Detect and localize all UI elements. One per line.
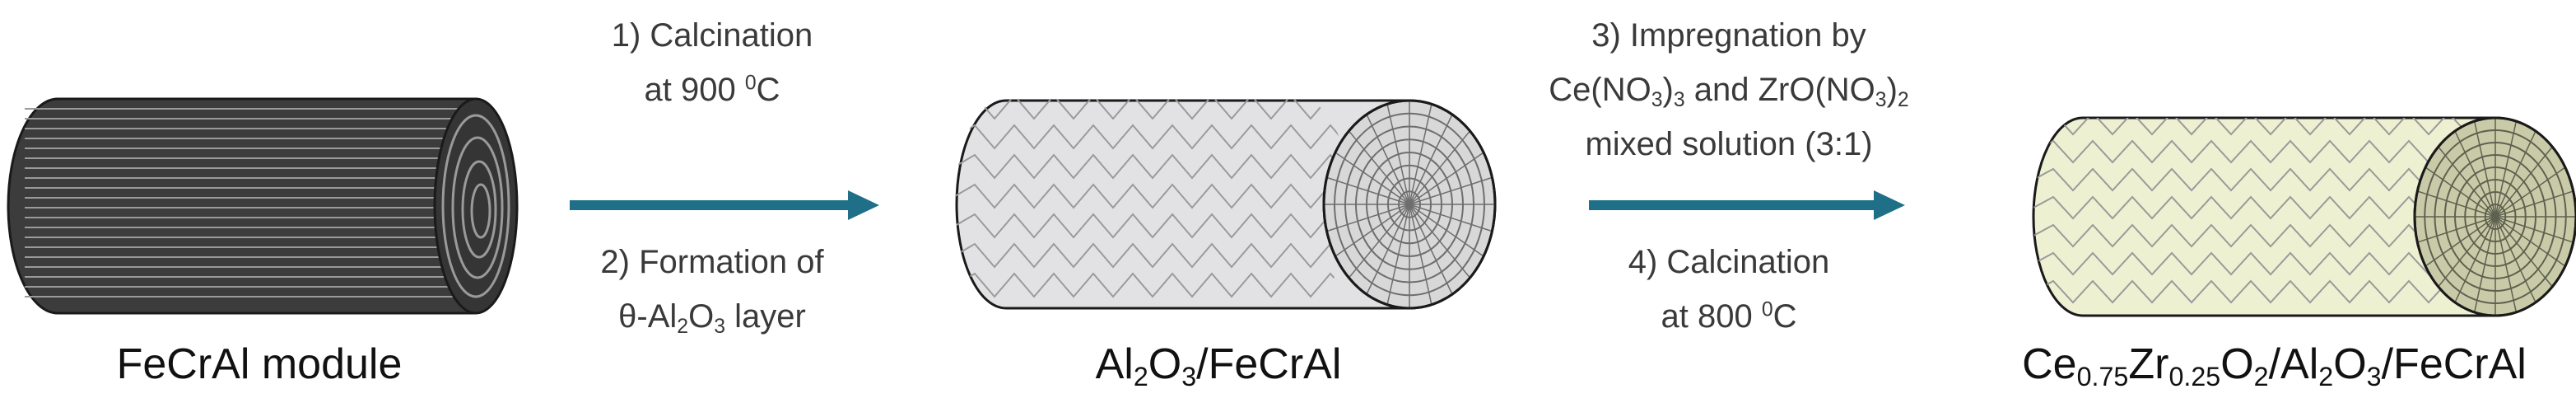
ceria-zirconia-coated-cylinder (2032, 116, 2576, 317)
right-arrow-icon (1589, 190, 1905, 220)
spiral-end-face (433, 97, 519, 315)
ceria-end-face-pattern (2415, 118, 2576, 316)
alumina-end-face-pattern (1324, 101, 1495, 308)
alumina-zigzag-texture (955, 99, 1350, 298)
alumina-fecral-caption: Al2O3/FeCrAl (1095, 340, 1342, 392)
right-arrow-icon (570, 190, 879, 220)
ceria-zirconia-caption: Ce0.75Zr0.25O2/Al2O3/FeCrAl (2022, 340, 2527, 392)
fecral-module-cylinder (7, 97, 519, 315)
ceria-zigzag-texture (2033, 118, 2469, 304)
corrugated-stripes (25, 108, 473, 298)
alumina-coated-cylinder (955, 99, 1497, 310)
fecral-module-caption: FeCrAl module (116, 340, 403, 388)
